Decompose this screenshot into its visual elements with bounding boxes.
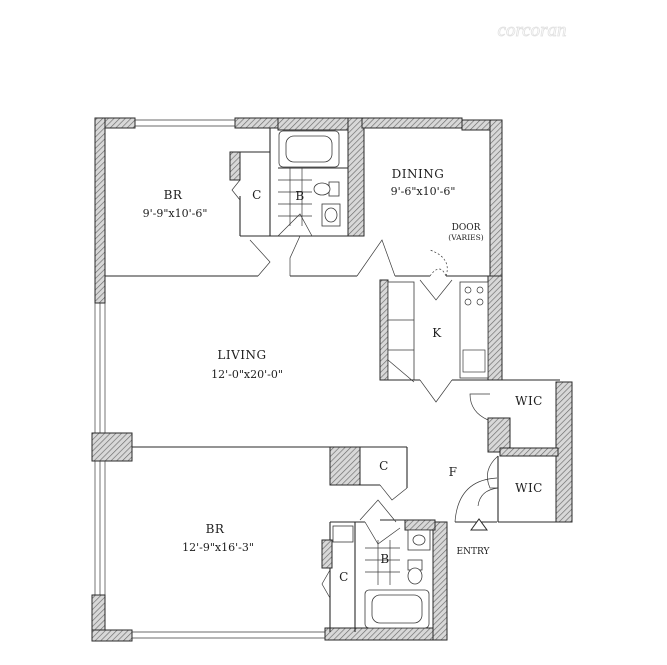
- door-note-line1: DOOR: [452, 223, 481, 233]
- bedroom-1-area: [229, 128, 348, 277]
- kitchen-label: K: [432, 326, 442, 340]
- wic-1-label: WIC: [515, 394, 543, 408]
- bath-2-label: B: [380, 552, 389, 566]
- exterior-walls: [91, 117, 573, 642]
- wic-2-label: WIC: [515, 481, 543, 495]
- walk-in-closets: [469, 393, 499, 507]
- dining-label: DINING: [392, 167, 445, 181]
- closet-2-label: C: [379, 459, 389, 473]
- closet-1-label: C: [252, 188, 262, 202]
- bedroom-1-dims: 9'-9"x10'-6": [143, 207, 208, 220]
- door-note-line2: (VARIES): [448, 233, 483, 242]
- bedroom-2-area: [132, 446, 436, 632]
- dining-kitchen-area: [356, 239, 490, 403]
- bedroom-2-label: BR: [206, 522, 225, 536]
- entry-label: ENTRY: [457, 547, 491, 557]
- closet-3-label: C: [339, 570, 349, 584]
- room-labels: BR 9'-9"x10'-6" C B DINING 9'-6"x10'-6" …: [143, 167, 543, 584]
- bedroom-2-dims: 12'-9"x16'-3": [182, 541, 254, 554]
- bath-1-label: B: [295, 189, 304, 203]
- bedroom-1-label: BR: [164, 188, 183, 202]
- dining-dims: 9'-6"x10'-6": [391, 185, 456, 198]
- living-dims: 12'-0"x20'-0": [211, 368, 283, 381]
- entry-area: [454, 477, 498, 531]
- watermark-logo: corcoran: [498, 20, 567, 41]
- foyer-label: F: [449, 465, 458, 479]
- living-label: LIVING: [217, 348, 266, 362]
- entry-arrow-icon: [470, 518, 488, 531]
